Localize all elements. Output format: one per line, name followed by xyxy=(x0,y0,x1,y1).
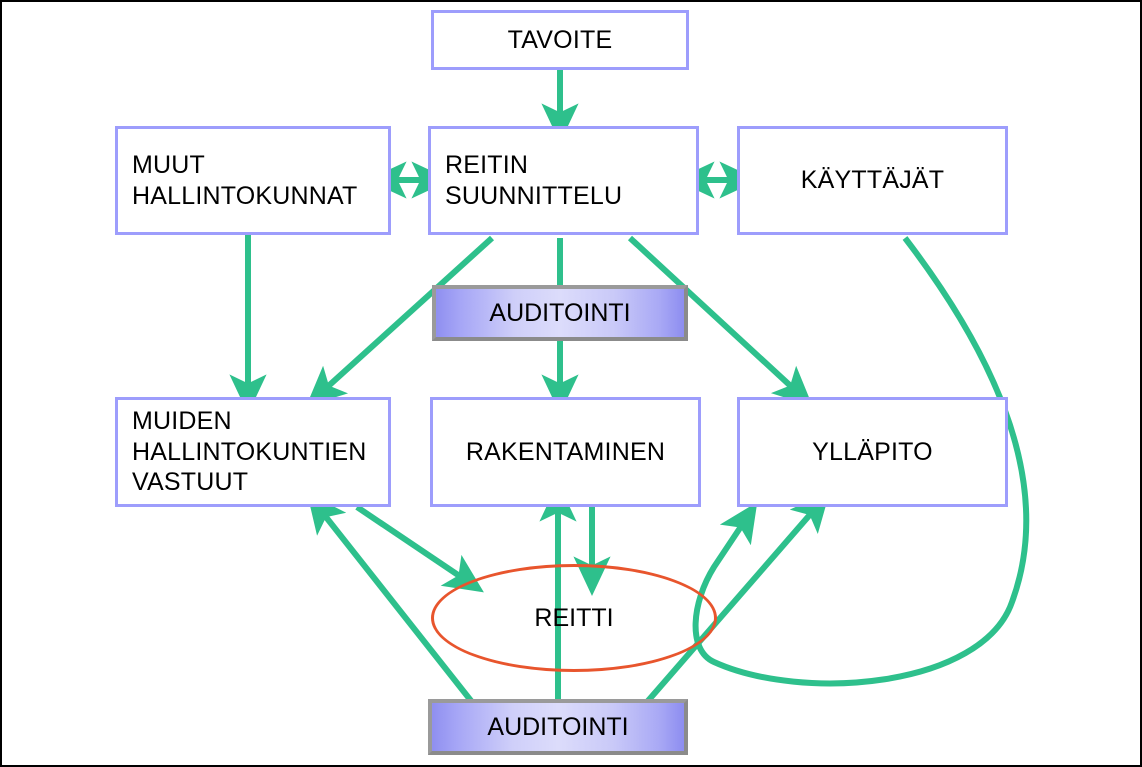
node-tavoite-label: TAVOITE xyxy=(507,25,613,54)
node-yllapito-label: YLLÄPITO xyxy=(812,437,933,466)
node-rakentaminen-label: RAKENTAMINEN xyxy=(465,437,666,466)
node-kayttajat-label: KÄYTTÄJÄT xyxy=(800,166,945,195)
node-reitti-label: REITTI xyxy=(534,603,614,632)
node-tavoite[interactable]: TAVOITE xyxy=(431,10,689,70)
node-rakentaminen[interactable]: RAKENTAMINEN xyxy=(430,397,701,507)
node-muiden-hallintokuntien-vastuut-label: MUIDEN HALLINTOKUNTIEN VASTUUT xyxy=(132,407,367,497)
node-auditointi-top[interactable]: AUDITOINTI xyxy=(432,285,688,341)
node-reitin-suunnittelu[interactable]: REITIN SUUNNITTELU xyxy=(428,126,699,235)
node-kayttajat[interactable]: KÄYTTÄJÄT xyxy=(737,126,1008,235)
node-muut-hallintokunnat[interactable]: MUUT HALLINTOKUNNAT xyxy=(115,126,391,235)
node-auditointi-top-label: AUDITOINTI xyxy=(489,298,631,327)
node-auditointi-bottom-label: AUDITOINTI xyxy=(487,712,629,741)
node-reitti[interactable]: REITTI xyxy=(431,564,717,672)
node-auditointi-bottom[interactable]: AUDITOINTI xyxy=(428,699,688,755)
node-yllapito[interactable]: YLLÄPITO xyxy=(737,397,1008,507)
node-muiden-hallintokuntien-vastuut[interactable]: MUIDEN HALLINTOKUNTIEN VASTUUT xyxy=(115,397,391,507)
node-muut-hallintokunnat-label: MUUT HALLINTOKUNNAT xyxy=(132,151,358,210)
edge-muiden-reitti xyxy=(355,504,484,593)
node-reitin-suunnittelu-label: REITIN SUUNNITTELU xyxy=(445,151,623,210)
